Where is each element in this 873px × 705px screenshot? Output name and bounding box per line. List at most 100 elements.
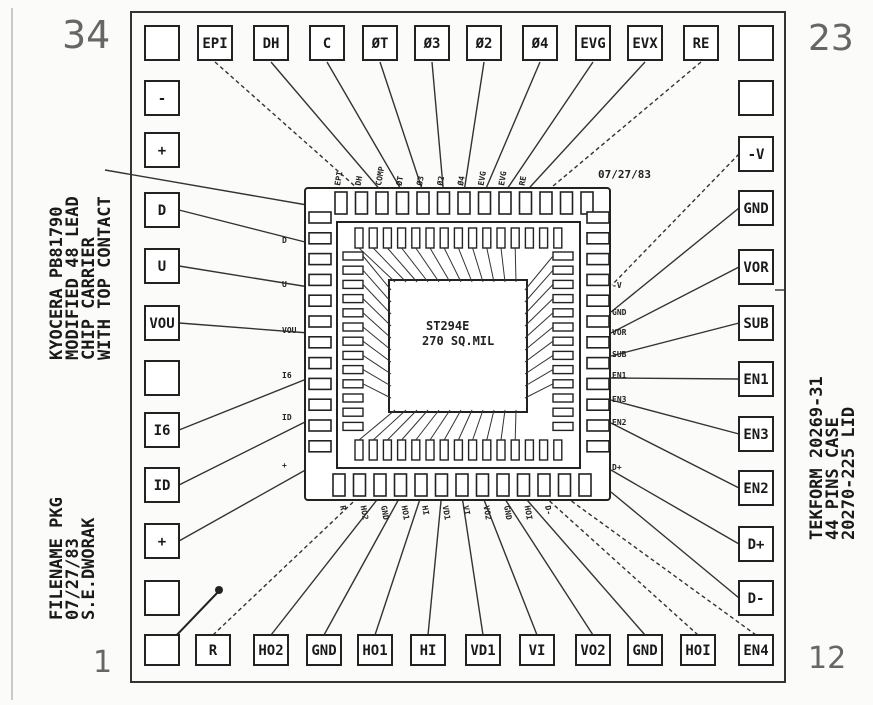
right-text-line-1: TEKFORM 20269-31 <box>807 376 827 540</box>
right-pad-3: VOR <box>738 249 774 285</box>
right-pad-5: EN1 <box>738 361 774 397</box>
bond-wire <box>610 322 740 357</box>
right-pad-9: D- <box>738 580 774 616</box>
corner-number-top-left: 34 <box>62 13 110 57</box>
bottom-pad-2: HO2 <box>253 634 289 666</box>
right-pad-1: -V <box>738 136 774 172</box>
bottom-pad-2-label: HO2 <box>258 643 283 659</box>
bond-wire <box>543 495 699 636</box>
bond-wire <box>212 495 360 636</box>
bond-wire <box>610 422 740 489</box>
bond-wire <box>483 61 541 193</box>
date-label: 07/27/83 <box>598 168 651 181</box>
carrier-lead-bottom <box>373 473 387 497</box>
die-wire <box>524 354 554 375</box>
bond-finger-bottom <box>496 439 506 461</box>
carrier-lead-bottom <box>475 473 490 497</box>
bond-wire <box>326 61 404 193</box>
carrier-lead-left <box>308 315 332 328</box>
bond-wire <box>610 491 740 599</box>
bond-finger-left <box>342 322 364 332</box>
bond-wires <box>104 61 785 641</box>
bond-wire <box>178 377 310 431</box>
left-pad-2: D <box>144 192 180 228</box>
carrier-lead-right <box>586 377 610 391</box>
die-wire <box>362 284 392 315</box>
left-pad-7-label: ID <box>154 478 171 494</box>
left-pad-6: I6 <box>144 412 180 448</box>
carrier-lead-left <box>308 377 332 391</box>
bond-wire <box>427 495 443 636</box>
bond-finger-top <box>496 227 506 249</box>
bond-wire <box>104 169 308 206</box>
bond-finger-left <box>342 350 364 361</box>
die-wire <box>415 247 440 283</box>
bond-finger-bottom <box>524 439 535 461</box>
die-wire <box>500 247 506 283</box>
carrier-lead-right <box>586 273 610 287</box>
carrier-bottom-label-8: GND <box>502 505 513 521</box>
bond-wire <box>610 377 740 380</box>
right-pad-4: SUB <box>738 305 774 341</box>
left-text-line-4: WITH TOP CONTACT <box>95 196 115 360</box>
bond-finger-right <box>552 421 574 432</box>
carrier-left-label-5: + <box>282 461 287 470</box>
carrier-top-label-4: Ø3 <box>414 175 426 187</box>
bond-finger-right <box>552 364 574 375</box>
bottom-pad-11-label: EN4 <box>743 643 768 659</box>
frame <box>11 8 786 700</box>
bond-wire <box>481 495 538 636</box>
die-wire <box>472 247 484 283</box>
bond-finger-right <box>552 336 574 346</box>
outer-frame <box>130 11 786 683</box>
bond-finger-bottom <box>553 439 563 461</box>
carrier-top-label-6: Ø4 <box>455 175 467 187</box>
right-pad-7: EN2 <box>738 470 774 506</box>
top-pad-1-label: EPI <box>202 36 227 52</box>
die-wire <box>524 369 554 387</box>
bond-finger-bottom <box>453 439 464 461</box>
bond-finger-top <box>538 227 549 249</box>
carrier-lead-right <box>586 252 610 266</box>
right-pad-4-label: SUB <box>743 316 768 332</box>
die-wire <box>486 409 495 441</box>
bond-finger-bottom <box>382 439 393 461</box>
bond-wire <box>178 467 310 542</box>
die-wire <box>524 284 554 315</box>
bond-finger-top <box>439 227 449 249</box>
left-pad-3-label: U <box>158 259 166 275</box>
top-pad-10: RE <box>683 25 719 61</box>
carrier-right-label-1: GND <box>612 308 627 317</box>
bond-finger-left <box>342 379 364 389</box>
bond-finger-bottom <box>482 439 492 461</box>
carrier-top-label-2: COMP <box>374 166 386 187</box>
bond-wire <box>214 61 362 193</box>
bond-finger-top <box>354 227 364 249</box>
carrier-left-label-3: I6 <box>282 371 292 380</box>
bond-finger-bottom <box>510 439 520 461</box>
bond-finger-bottom <box>467 439 478 461</box>
left-pad-9 <box>144 580 180 616</box>
bond-finger-left <box>342 336 364 346</box>
bond-finger-left <box>342 265 364 275</box>
bond-wire <box>504 61 594 193</box>
corner-number-bottom-right: 12 <box>808 641 846 676</box>
top-pad-11 <box>738 25 774 61</box>
carrier-bottom-label-5: VD1 <box>441 505 452 521</box>
carrier-bottom-label-6: VI <box>461 505 472 516</box>
carrier-lead-left <box>308 439 332 453</box>
bond-finger-right <box>552 265 574 275</box>
carrier-lead-top <box>477 191 492 215</box>
bond-wire <box>178 419 310 486</box>
top-pad-4: ØT <box>362 25 398 61</box>
carrier-right-label-7: D+ <box>612 463 622 472</box>
carrier-bottom-label-7: VO2 <box>482 505 493 521</box>
corner-number-bottom-left: 1 <box>93 645 112 680</box>
bond-wire <box>178 265 310 288</box>
carrier-top-label-7: EVG <box>477 170 488 186</box>
die-wire <box>524 340 554 363</box>
carrier-lead-left <box>308 356 332 370</box>
bond-wire <box>545 61 702 193</box>
carrier-lead-right <box>586 398 610 412</box>
left-pad-2-label: D <box>158 203 166 219</box>
